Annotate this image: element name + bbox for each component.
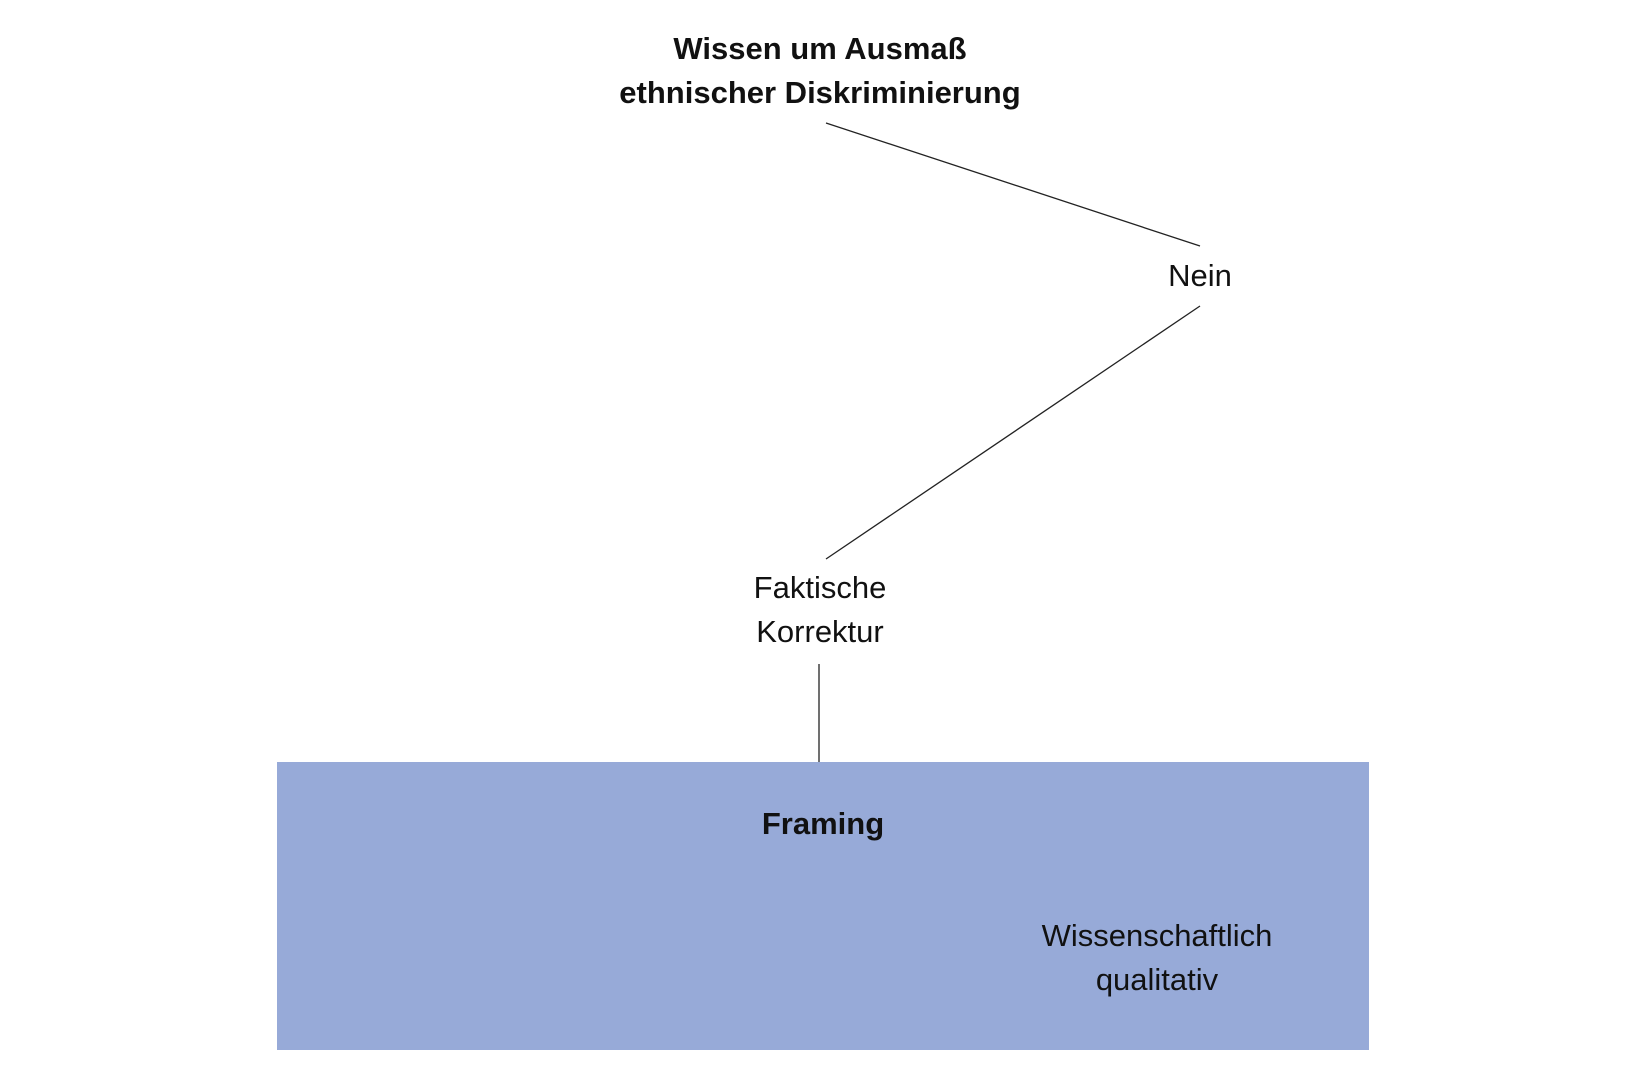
nein-node-text: Nein [1168, 258, 1232, 293]
nein-node-label: Nein [1140, 254, 1260, 298]
framing-subtitle-line-2: qualitativ [1095, 962, 1219, 997]
edge-root-to-nein [825, 122, 1201, 247]
korrektur-node-line-2: Korrektur [756, 614, 884, 649]
korrektur-node-line-1: Faktische [753, 570, 887, 605]
korrektur-node-label: Faktische Korrektur [720, 566, 920, 654]
root-node-line-2: ethnischer Diskriminierung [619, 75, 1021, 110]
framing-subtitle: Wissenschaftlich qualitativ [1007, 914, 1307, 1002]
root-node-label: Wissen um Ausmaß ethnischer Diskriminier… [560, 27, 1080, 115]
framing-subtitle-line-1: Wissenschaftlich [1041, 918, 1273, 953]
framing-box: Framing Wissenschaftlich qualitativ [277, 762, 1369, 1050]
edge-nein-to-korrektur [825, 305, 1201, 560]
root-node-line-1: Wissen um Ausmaß [673, 31, 967, 66]
framing-title: Framing [761, 806, 885, 841]
